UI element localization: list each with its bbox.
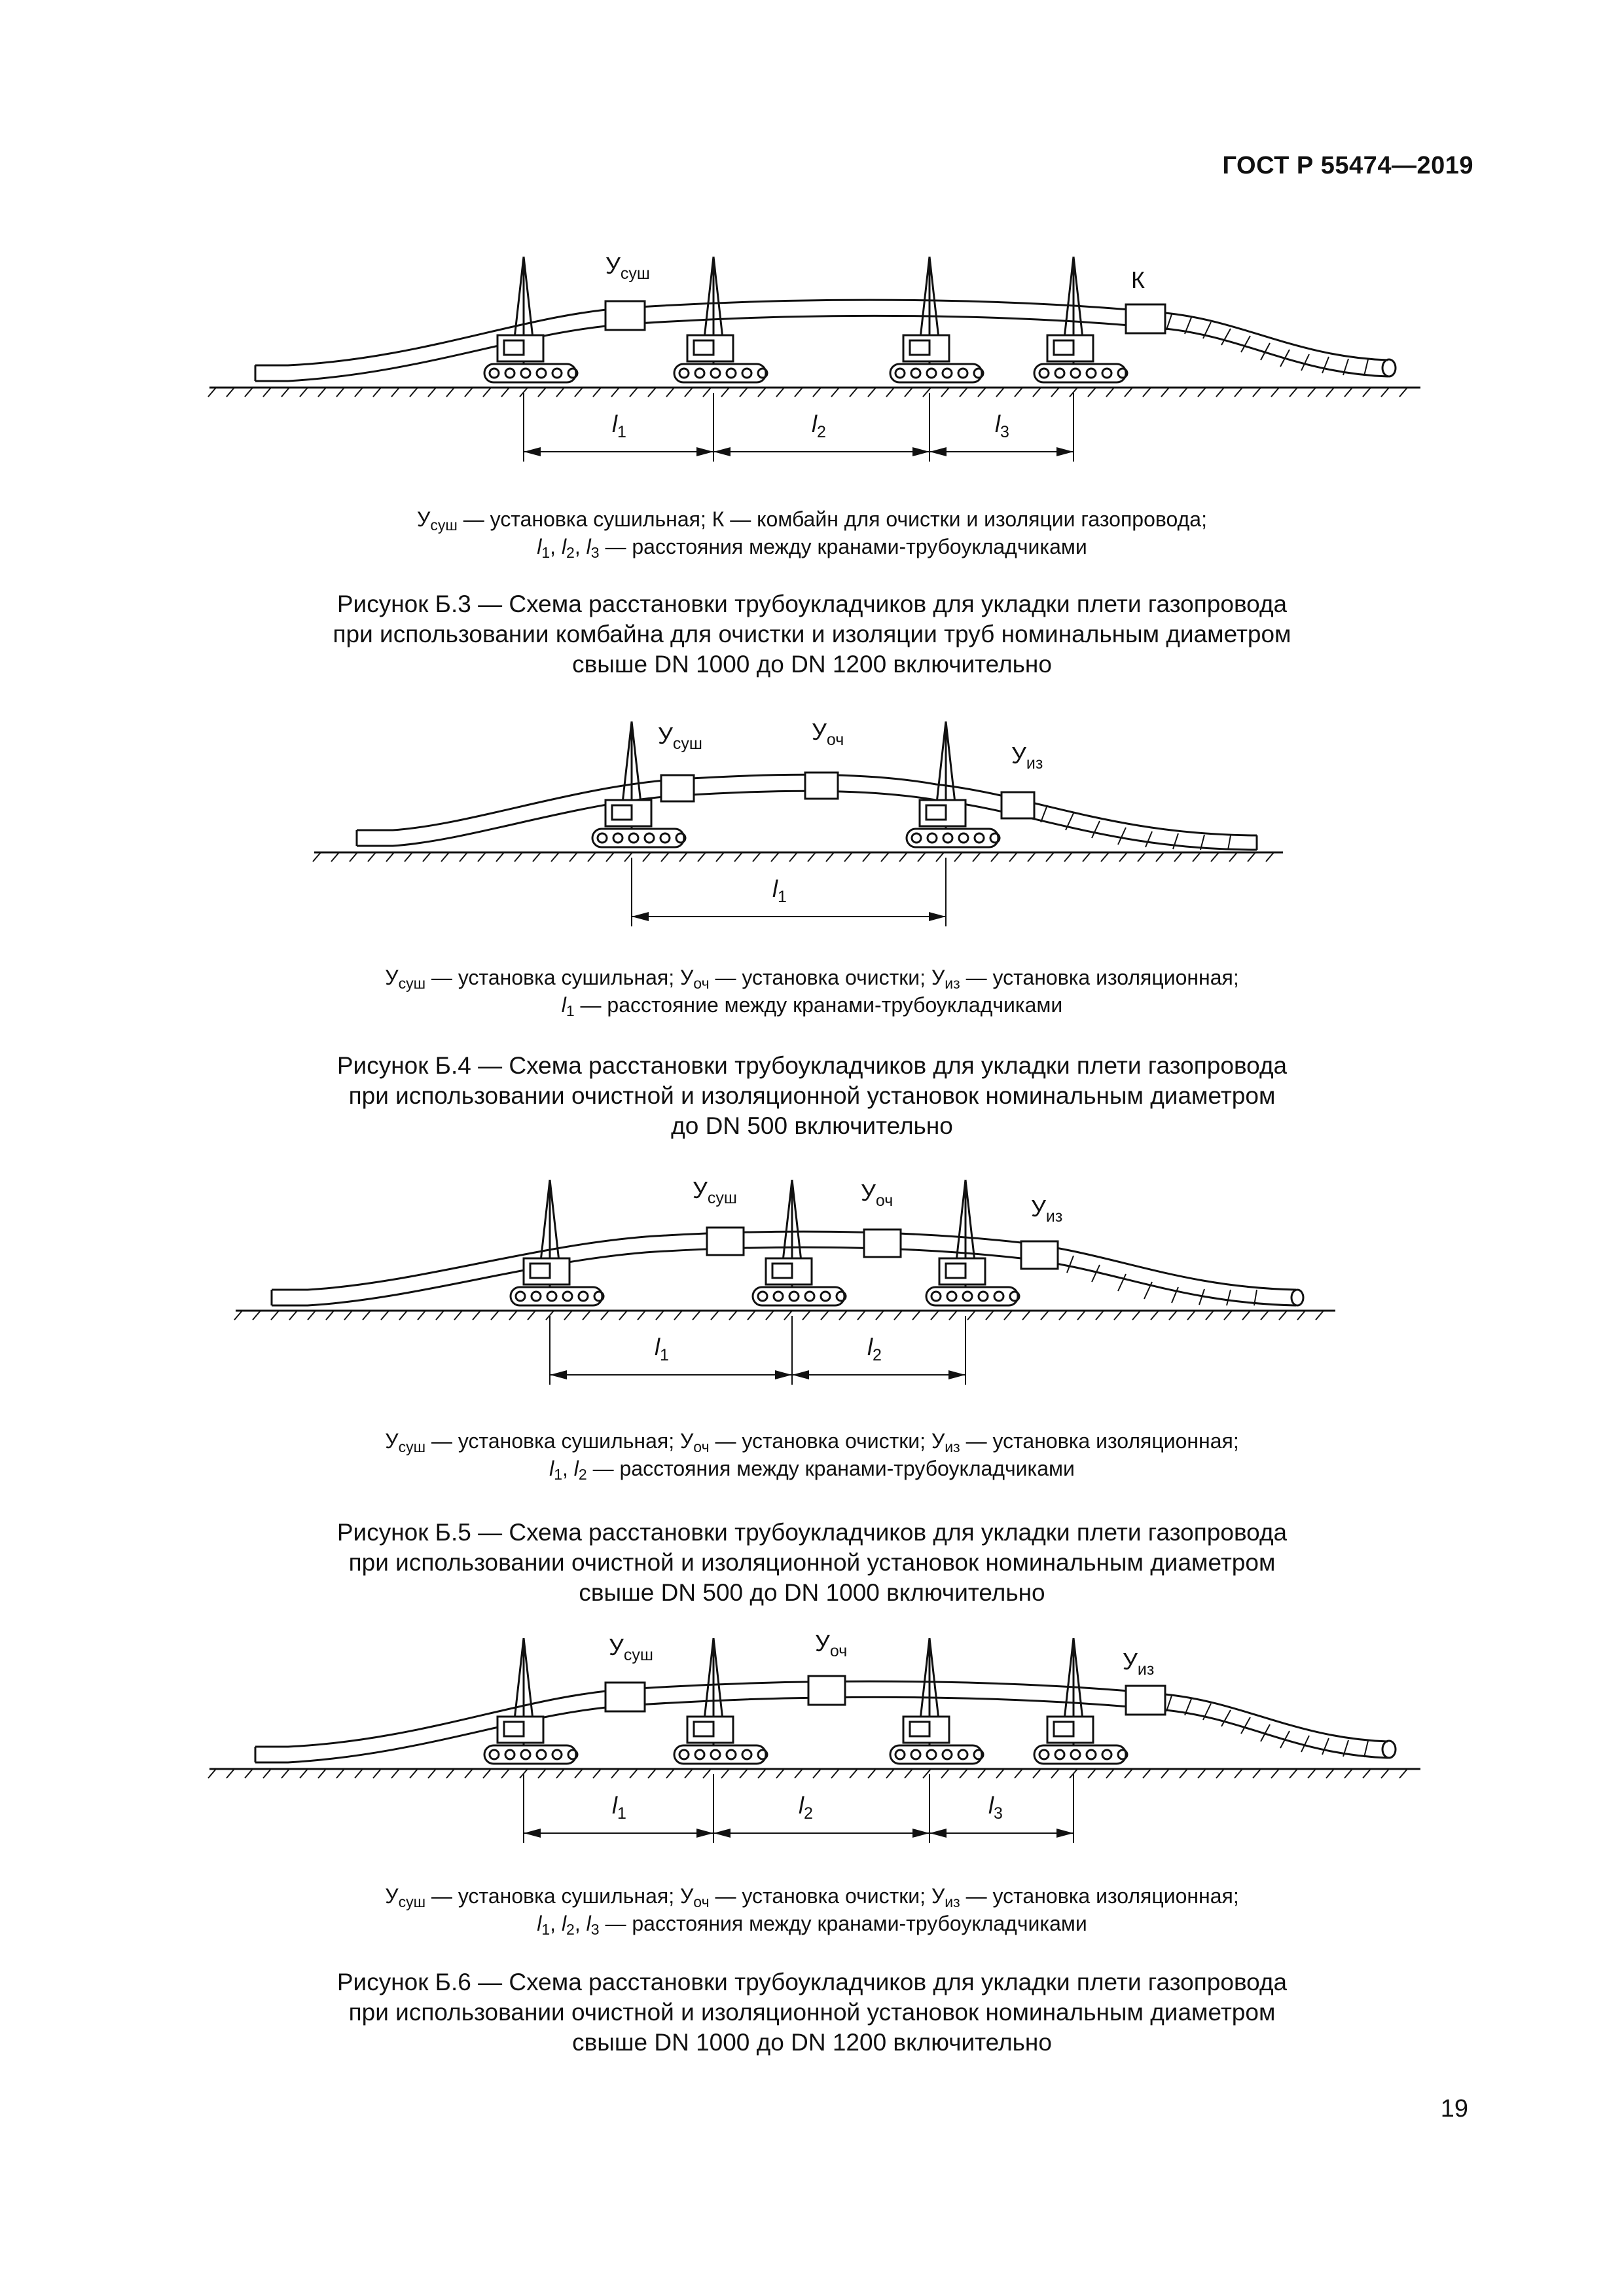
figure-b5-caption: Рисунок Б.5 — Схема расстановки трубоукл…: [336, 1519, 1288, 1606]
pipe-layer-crane: [751, 1179, 847, 1307]
label-u-iz: Уиз: [1031, 1195, 1062, 1226]
dim-l2: l2: [799, 1792, 813, 1823]
dim-l3: l3: [988, 1792, 1003, 1823]
pipe-layer-crane: [889, 1637, 984, 1765]
figure-b6-caption: Рисунок Б.6 — Схема расстановки трубоукл…: [336, 1969, 1288, 2056]
figure-b4-caption: Рисунок Б.4 — Схема расстановки трубоукл…: [336, 1052, 1288, 1139]
figure-b4-diagram: Усуш Уоч Уиз l1: [0, 707, 1624, 1074]
label-u-och: Уоч: [812, 718, 844, 749]
pipe-layer-scheme-b4: Усуш Уоч Уиз l1: [312, 718, 1283, 926]
label-u-iz: Уиз: [1011, 742, 1043, 773]
dim-l1: l1: [655, 1334, 669, 1364]
label-u-och: Уоч: [815, 1630, 847, 1660]
pipe-layer-crane: [1033, 256, 1128, 384]
pipe-layer-scheme-b5: Усуш Уоч Уиз l1 l2: [234, 1176, 1335, 1385]
figure-b5-legend: Усуш — установка сушильная; Уоч — устано…: [385, 1429, 1239, 1483]
figure-b3-caption: Рисунок Б.3 — Схема расстановки трубоукл…: [333, 591, 1291, 678]
pipe-layer-scheme-b3: Усуш К l1 l2 l3: [208, 252, 1420, 462]
pipe-layer-crane: [673, 1637, 768, 1765]
standard-header: ГОСТ Р 55474—2019: [1222, 152, 1473, 179]
ground-hatching: [208, 387, 1408, 397]
pipe-layer-scheme-b6: Усуш Уоч Уиз l1 l2 l3: [208, 1630, 1420, 1843]
dim-l3: l3: [995, 410, 1009, 441]
pipe-layer-crane: [673, 256, 768, 384]
pipe-layer-crane: [889, 256, 984, 384]
figure-b3-legend: Усуш — установка сушильная; К — комбайн …: [417, 507, 1207, 561]
pipe-layer-crane: [925, 1179, 1020, 1307]
pipe-layer-crane: [509, 1179, 605, 1307]
figure-b6-legend: Усуш — установка сушильная; Уоч — устано…: [385, 1884, 1239, 1938]
figure-b4-legend: Усуш — установка сушильная; Уоч — устано…: [385, 966, 1239, 1019]
pipe-layer-crane: [591, 721, 687, 848]
pipe-layer-crane: [1033, 1637, 1128, 1765]
dim-l2: l2: [867, 1334, 882, 1364]
figure-b5-diagram: Усуш Уоч Уиз l1 l2: [0, 1165, 1624, 1532]
page-number: 19: [1440, 2095, 1468, 2123]
dim-l1: l1: [772, 875, 787, 906]
dim-l1: l1: [612, 1792, 626, 1823]
dim-l1: l1: [612, 410, 626, 441]
dim-l2: l2: [812, 410, 826, 441]
pipe-layer-crane: [905, 721, 1001, 848]
label-u-sush: Усуш: [658, 722, 702, 753]
label-u-sush: Усуш: [609, 1633, 653, 1664]
pipe-layer-crane: [483, 1637, 579, 1765]
label-k: К: [1131, 266, 1145, 293]
figure-b6-diagram: Усуш Уоч Уиз l1 l2 l3: [0, 1624, 1624, 1990]
label-u-och: Уоч: [861, 1179, 893, 1210]
label-u-iz: Уиз: [1123, 1648, 1154, 1679]
ground-hatching: [312, 852, 1274, 862]
label-u-sush: Усуш: [693, 1176, 737, 1207]
label-u-sush: Усуш: [605, 252, 650, 283]
figure-b3-diagram: Усуш К l1 l2 l3: [0, 236, 1624, 602]
ground-hatching: [208, 1768, 1408, 1779]
ground-hatching: [234, 1310, 1324, 1321]
pipe-layer-crane: [483, 256, 579, 384]
